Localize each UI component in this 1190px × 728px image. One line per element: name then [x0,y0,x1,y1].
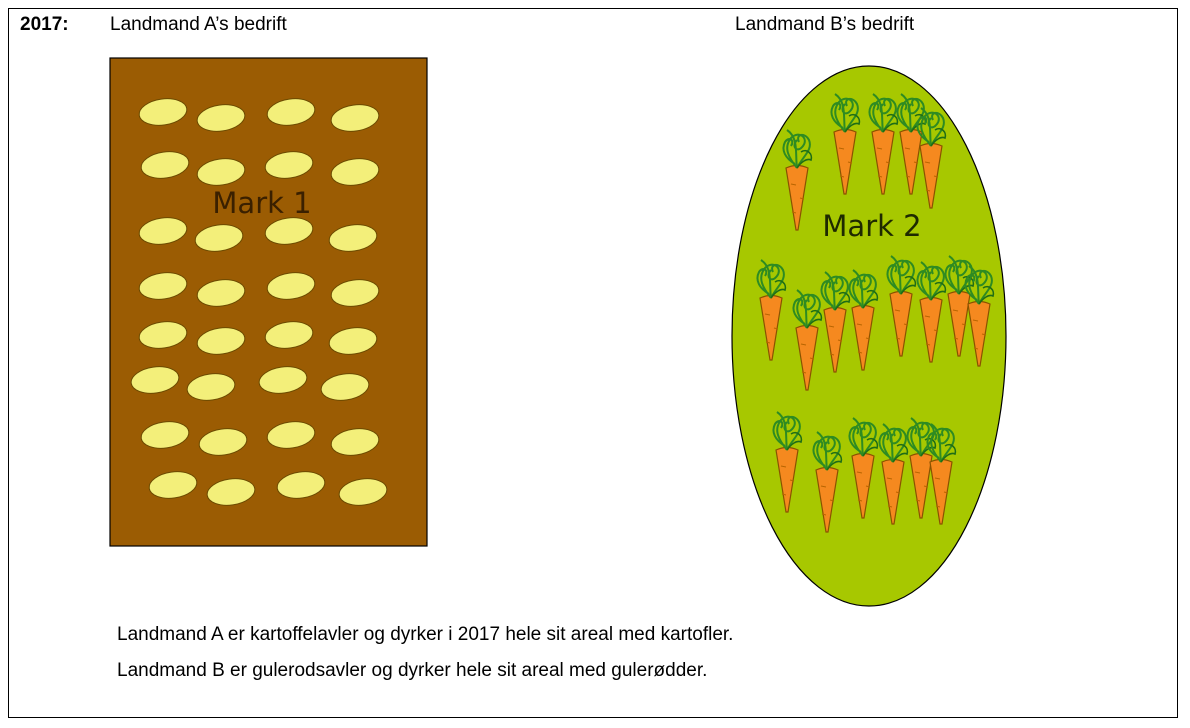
field-1-area [110,58,427,546]
description-farmer-b: Landmand B er gulerodsavler og dyrker he… [117,660,707,682]
field-2-label: Mark 2 [822,209,921,243]
field-2: Mark 2 [732,66,1006,606]
field-1: Mark 1 [110,58,427,546]
field-1-label: Mark 1 [212,186,311,220]
description-farmer-a: Landmand A er kartoffelavler og dyrker i… [117,624,733,646]
